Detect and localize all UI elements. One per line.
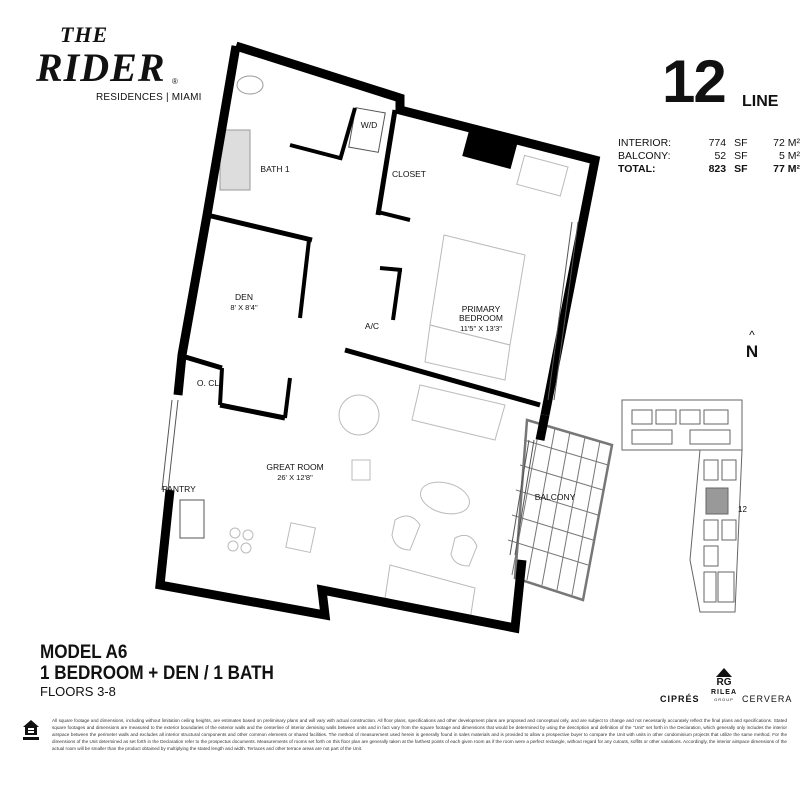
north-indicator: ^ N — [745, 328, 759, 362]
balcony-area — [507, 418, 614, 602]
walls — [155, 41, 601, 634]
model-title: MODEL A6 1 BEDROOM + DEN / 1 BATH — [40, 642, 274, 684]
unit-line-number: 12 — [662, 48, 727, 115]
north-label: N — [745, 342, 759, 361]
disclaimer-text: All square footage and dimensions, inclu… — [52, 718, 787, 751]
room-label-wd: W/D — [361, 120, 378, 130]
model-floors: FLOORS 3-8 — [40, 684, 116, 699]
room-label-bath: BATH 1 — [260, 164, 289, 174]
brand-cervera: CERVERA — [742, 694, 793, 704]
unit-line-label: LINE — [742, 93, 779, 110]
room-label-balcony: BALCONY — [535, 492, 576, 502]
logo-rider: RIDER — [36, 45, 166, 90]
model-type: 1 BEDROOM + DEN / 1 BATH — [40, 663, 274, 684]
model-name: MODEL A6 — [40, 642, 128, 663]
logo-the: THE — [60, 22, 109, 47]
room-dim-great-room: 26' X 12'8" — [277, 473, 313, 482]
room-label-ac: A/C — [365, 321, 379, 331]
brand-cipres: CIPRÉS — [660, 694, 700, 704]
windows — [161, 221, 579, 556]
rilea-logo-icon — [716, 668, 732, 677]
key-plan-highlighted-unit — [705, 487, 729, 515]
logo-subtitle: RESIDENCES | MIAMI — [96, 92, 202, 103]
key-plan: 12 — [621, 399, 747, 613]
room-label-den: DEN — [235, 292, 253, 302]
room-dim-bedroom: 11'5" X 13'3" — [460, 324, 502, 333]
room-label-pantry: PANTRY — [162, 484, 196, 494]
room-label-great-room: GREAT ROOM — [266, 462, 323, 472]
room-label-bedroom-line1: PRIMARY — [462, 304, 501, 314]
room-label-bedroom-line2: BEDROOM — [459, 313, 503, 323]
room-dim-den: 8' X 8'4" — [230, 303, 258, 312]
north-arrow-icon: ^ — [749, 328, 755, 342]
room-label-closet: CLOSET — [392, 169, 426, 179]
equal-housing-icon — [23, 720, 39, 740]
registered-mark: ® — [172, 77, 178, 86]
key-plan-unit-label: 12 — [738, 505, 747, 514]
brand-rilea: RG RILEA GROUP — [710, 668, 738, 702]
room-label-ocl: O. CL — [197, 378, 219, 388]
